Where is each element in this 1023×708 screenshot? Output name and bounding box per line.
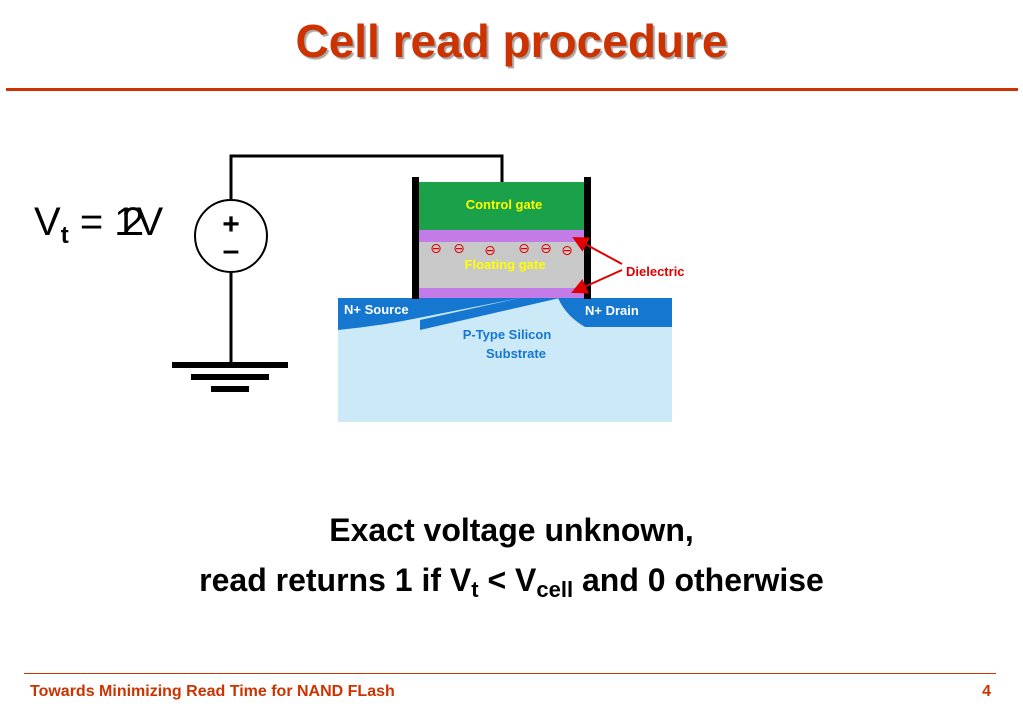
floating-gate-label: Floating gate: [465, 257, 546, 272]
circuit-wires: [229, 154, 504, 362]
minus-sign: –: [223, 234, 240, 267]
plus-sign: +: [222, 208, 240, 241]
n-plus-source-region: [338, 298, 520, 330]
electron-icon: ⊖: [518, 241, 530, 257]
voltage-symbol: V: [34, 200, 61, 244]
substrate-label-line2: Substrate: [486, 346, 546, 361]
voltage-overlay-digit: 2: [121, 200, 145, 244]
drain-label: N+ Drain: [585, 303, 639, 318]
n-plus-drain-region: [520, 298, 672, 327]
electron-icon: ⊖: [484, 243, 496, 259]
electron-icon: ⊖: [453, 241, 465, 257]
voltage-subscript: t: [60, 222, 69, 249]
caption-line-1: Exact voltage unknown,: [329, 512, 694, 548]
electron-icon: ⊖: [430, 241, 442, 257]
slide-title: Cell read procedure: [295, 15, 728, 67]
control-gate-label: Control gate: [466, 197, 543, 212]
gate-wall-right: [584, 177, 591, 299]
electron-icon: ⊖: [540, 241, 552, 257]
gate-wall-left: [412, 177, 419, 299]
footer-divider: [24, 673, 996, 674]
ground-symbol: [172, 362, 288, 392]
voltage-equals-value: = 1V: [79, 200, 164, 244]
floating-gate: [418, 242, 586, 288]
dielectric-bottom: [418, 288, 586, 298]
substrate-label-line1: P-Type Silicon: [463, 327, 552, 342]
page-number: 4: [982, 683, 991, 700]
caption-l2-sub-t: t: [471, 577, 479, 602]
caption-l2-pre: read returns 1 if V: [199, 562, 472, 598]
caption-l2-post: and 0 otherwise: [573, 562, 824, 598]
dielectric-top: [418, 230, 586, 242]
trapped-electrons: ⊖ ⊖ ⊖ ⊖ ⊖ ⊖: [430, 241, 573, 259]
electron-icon: ⊖: [561, 243, 573, 259]
voltage-value: = 1V 2: [80, 200, 163, 245]
control-gate: [418, 182, 586, 230]
source-label: N+ Source: [344, 302, 409, 317]
channel-wedge: [420, 298, 560, 330]
threshold-voltage-label: Vt = 1V 2: [34, 200, 163, 250]
caption-l2-sub-cell: cell: [536, 577, 574, 602]
footer-title: Towards Minimizing Read Time for NAND FL…: [30, 683, 395, 700]
caption-line-2: read returns 1 if Vt < Vcell and 0 other…: [0, 562, 1023, 603]
dielectric-arrows: [571, 237, 623, 294]
dielectric-label: Dielectric: [626, 264, 685, 279]
voltage-source: + –: [194, 199, 268, 273]
caption-l2-mid: < V: [478, 562, 537, 598]
title-divider: [6, 88, 1018, 91]
